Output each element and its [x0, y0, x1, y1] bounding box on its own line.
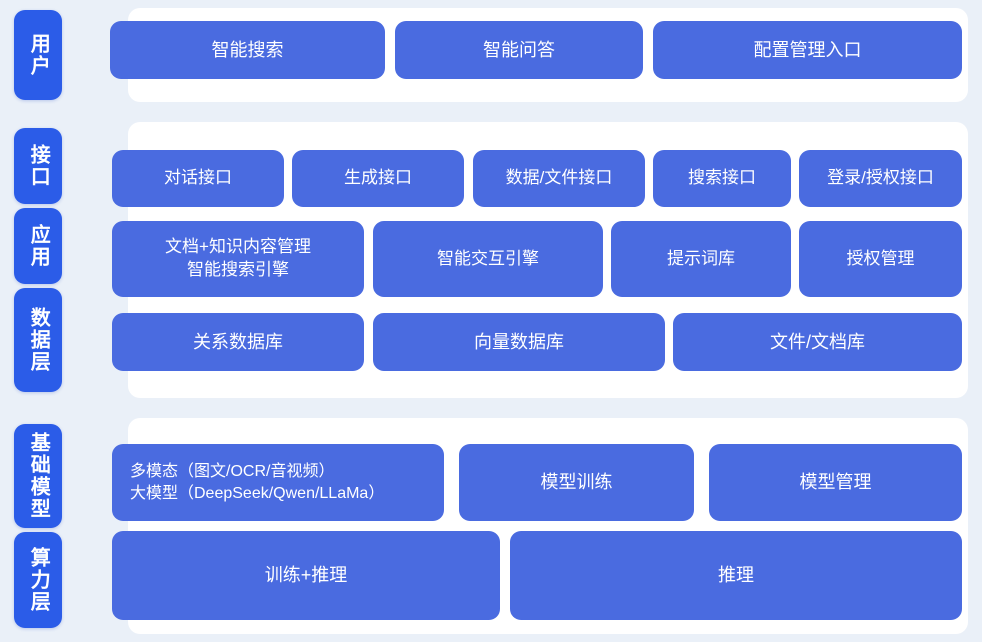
- layer-tab-application-label: 应用: [27, 224, 50, 268]
- box-doc-knowledge-management[interactable]: 文档+知识内容管理 智能搜索引擎: [112, 221, 364, 297]
- box-prompt-library[interactable]: 提示词库: [611, 221, 791, 297]
- layer-tab-foundation-model[interactable]: 基础模型: [14, 424, 62, 528]
- box-vector-database[interactable]: 向量数据库: [373, 313, 665, 371]
- box-smart-qa[interactable]: 智能问答: [395, 21, 643, 79]
- box-multimodal-large-model[interactable]: 多模态（图文/OCR/音视频） 大模型（DeepSeek/Qwen/LLaMa）: [112, 444, 444, 521]
- layer-tab-data[interactable]: 数据层: [14, 288, 62, 392]
- layer-tab-compute-label: 算力层: [27, 547, 50, 613]
- box-generation-api[interactable]: 生成接口: [292, 150, 464, 207]
- layer-tab-application[interactable]: 应用: [14, 208, 62, 284]
- layer-tab-interface[interactable]: 接口: [14, 128, 62, 204]
- box-authorization-management[interactable]: 授权管理: [799, 221, 962, 297]
- layer-tab-user[interactable]: 用户: [14, 10, 62, 100]
- box-dialog-api[interactable]: 对话接口: [112, 150, 284, 207]
- box-model-management[interactable]: 模型管理: [709, 444, 962, 521]
- box-smart-interaction-engine[interactable]: 智能交互引擎: [373, 221, 603, 297]
- box-smart-search[interactable]: 智能搜索: [110, 21, 385, 79]
- box-inference[interactable]: 推理: [510, 531, 962, 620]
- box-config-management-entry[interactable]: 配置管理入口: [653, 21, 962, 79]
- box-model-training[interactable]: 模型训练: [459, 444, 694, 521]
- box-login-auth-api[interactable]: 登录/授权接口: [799, 150, 962, 207]
- box-training-plus-inference[interactable]: 训练+推理: [112, 531, 500, 620]
- layer-tab-interface-label: 接口: [27, 144, 50, 188]
- box-relational-database[interactable]: 关系数据库: [112, 313, 364, 371]
- layer-tab-data-label: 数据层: [27, 307, 50, 373]
- layer-tab-foundation-model-label: 基础模型: [27, 432, 50, 520]
- box-data-file-api[interactable]: 数据/文件接口: [473, 150, 645, 207]
- layer-tab-user-label: 用户: [27, 33, 50, 77]
- layer-tab-compute[interactable]: 算力层: [14, 532, 62, 628]
- box-file-document-store[interactable]: 文件/文档库: [673, 313, 962, 371]
- box-search-api[interactable]: 搜索接口: [653, 150, 791, 207]
